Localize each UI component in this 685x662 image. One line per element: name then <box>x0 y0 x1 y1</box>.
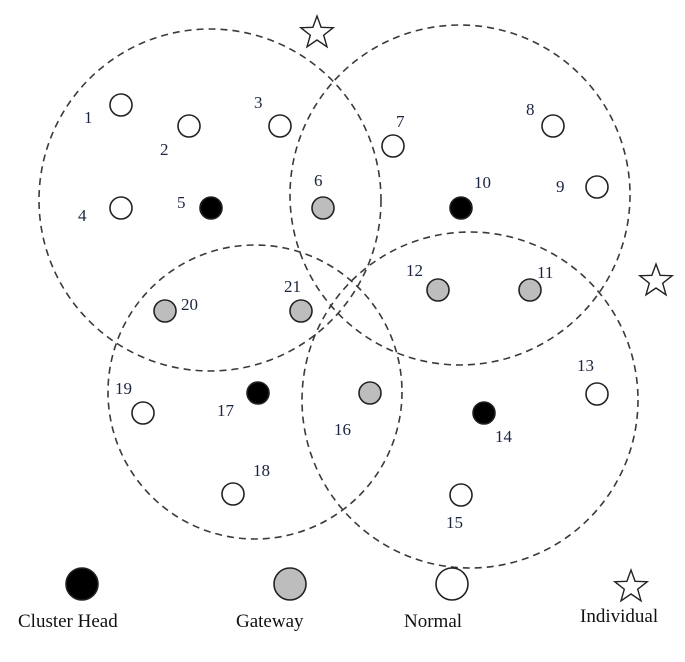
individual-star-icon <box>637 261 675 297</box>
node-15 <box>449 483 473 507</box>
legend: Cluster Head Gateway Normal Individual <box>18 567 658 632</box>
node-2 <box>177 114 201 138</box>
node-label-10: 10 <box>474 173 491 192</box>
node-9 <box>585 175 609 199</box>
node-label-1: 1 <box>84 108 93 127</box>
node-label-15: 15 <box>446 513 463 532</box>
node-3 <box>268 114 292 138</box>
node-label-7: 7 <box>396 112 405 131</box>
legend-swatch-gateway <box>273 567 307 601</box>
node-label-19: 19 <box>115 379 132 398</box>
legend-swatch-cluster-head <box>65 567 99 601</box>
node-label-17: 17 <box>217 401 235 420</box>
node-label-8: 8 <box>526 100 535 119</box>
node-label-14: 14 <box>495 427 513 446</box>
node-18 <box>221 482 245 506</box>
cluster-boundary-bottom-left <box>107 244 403 540</box>
node-label-5: 5 <box>177 193 186 212</box>
node-10 <box>449 196 473 220</box>
node-label-4: 4 <box>78 206 87 225</box>
node-label-13: 13 <box>577 356 594 375</box>
node-19 <box>131 401 155 425</box>
node-label-3: 3 <box>254 93 263 112</box>
node-label-12: 12 <box>406 261 423 280</box>
node-1 <box>109 93 133 117</box>
node-label-16: 16 <box>334 420 351 439</box>
legend-star-icon <box>612 567 650 603</box>
legend-label-normal: Normal <box>404 611 462 632</box>
node-7 <box>381 134 405 158</box>
legend-label-individual: Individual <box>580 606 658 627</box>
sensor-nodes: 1 2 3 4 5 6 7 8 9 10 11 12 13 14 15 16 1 <box>78 93 609 532</box>
node-21 <box>289 299 313 323</box>
individual-markers <box>298 13 675 297</box>
node-label-21: 21 <box>284 277 301 296</box>
cluster-boundary-top-left <box>38 28 382 372</box>
node-20 <box>153 299 177 323</box>
node-17 <box>246 381 270 405</box>
cluster-boundary-top-right <box>289 24 631 366</box>
node-label-6: 6 <box>314 171 323 190</box>
node-14 <box>472 401 496 425</box>
node-13 <box>585 382 609 406</box>
legend-swatch-normal <box>435 567 469 601</box>
node-11 <box>518 278 542 302</box>
node-label-9: 9 <box>556 177 565 196</box>
node-5 <box>199 196 223 220</box>
node-16 <box>358 381 382 405</box>
node-8 <box>541 114 565 138</box>
node-label-11: 11 <box>537 263 553 282</box>
node-label-2: 2 <box>160 140 169 159</box>
legend-label-cluster-head: Cluster Head <box>18 611 118 632</box>
node-label-20: 20 <box>181 295 198 314</box>
node-6 <box>311 196 335 220</box>
node-12 <box>426 278 450 302</box>
cluster-boundaries <box>38 24 639 569</box>
individual-star-icon <box>298 13 336 49</box>
node-label-18: 18 <box>253 461 270 480</box>
cluster-boundary-bottom-right <box>301 231 639 569</box>
node-4 <box>109 196 133 220</box>
legend-label-gateway: Gateway <box>236 611 304 632</box>
